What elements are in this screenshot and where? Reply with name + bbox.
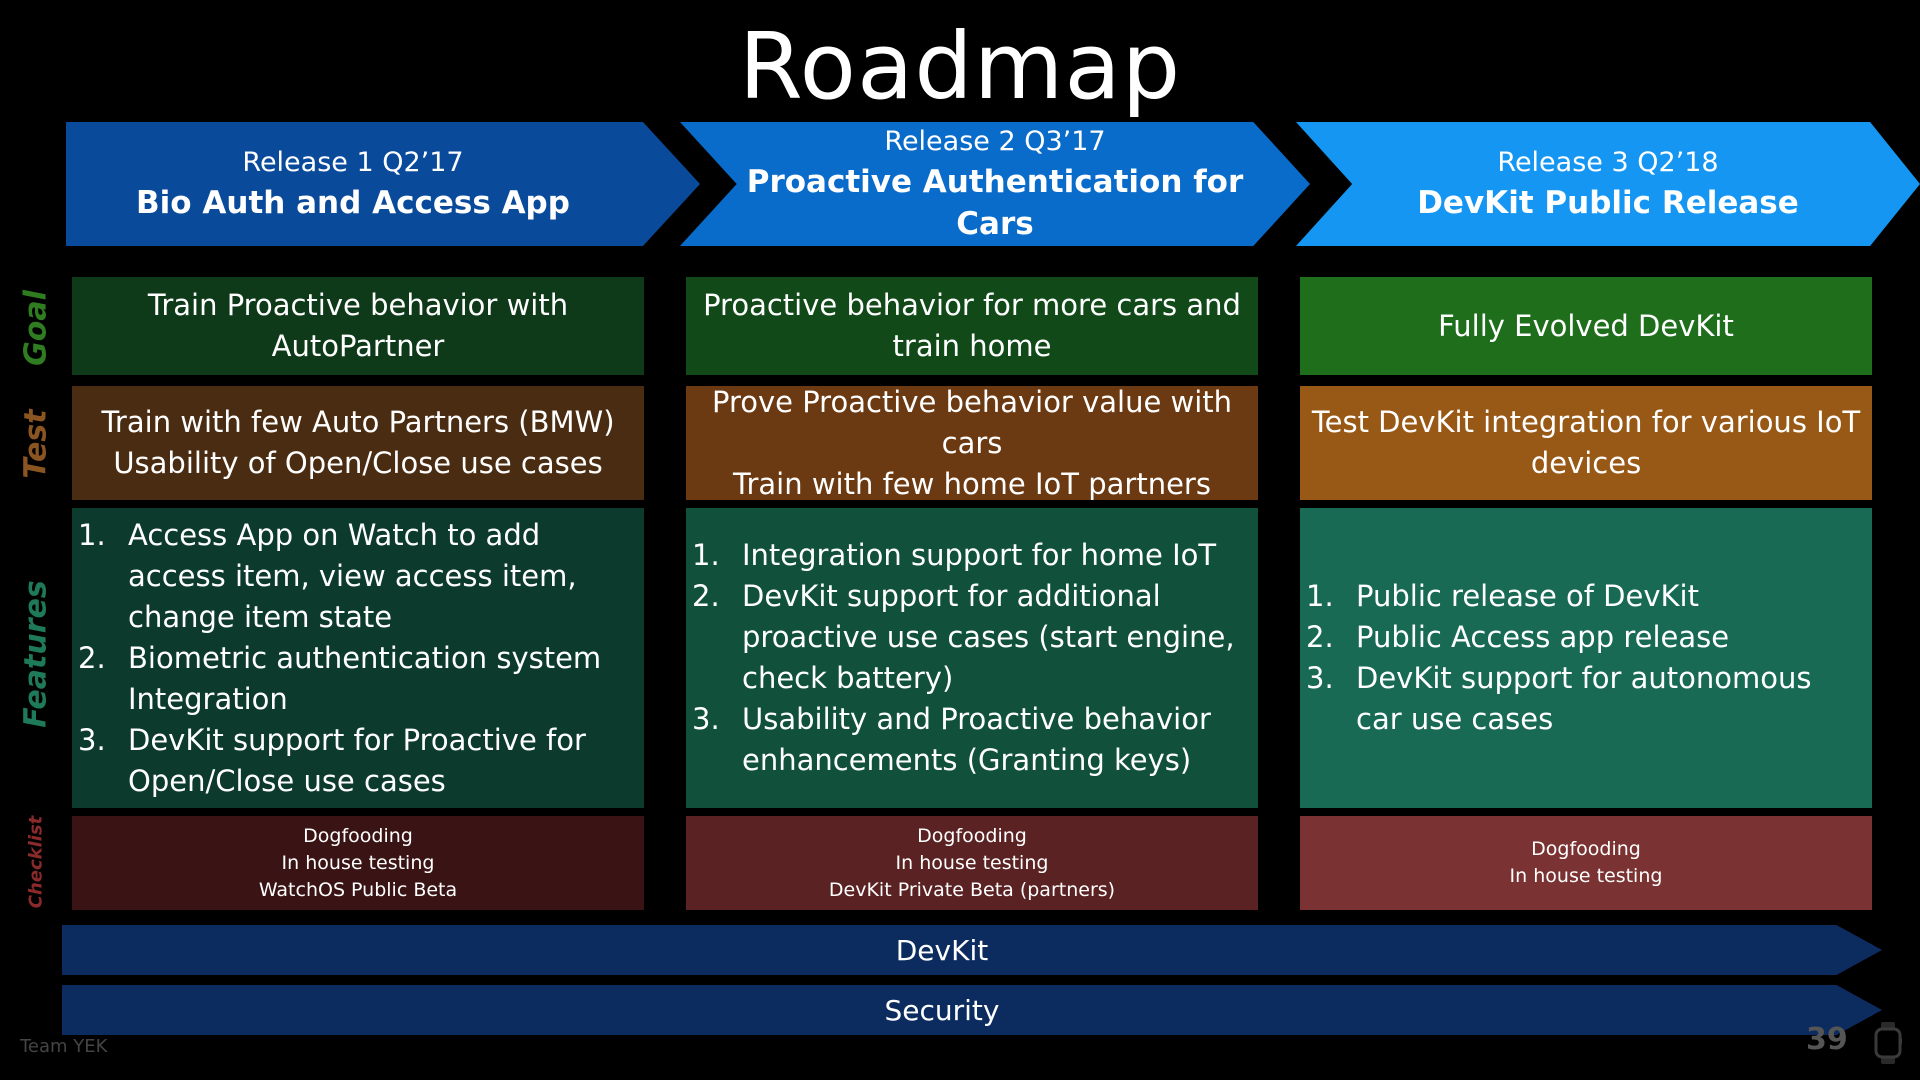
devkit-band-label: DevKit [895, 933, 989, 967]
checklist-line: In house testing [1509, 865, 1663, 887]
goal-cell-release-2: Proactive behavior for more cars and tra… [686, 277, 1258, 375]
features-list: Public release of DevKit Public Access a… [1300, 576, 1872, 740]
release-2-chevron: Release 2 Q3’17 Proactive Authentication… [680, 122, 1310, 246]
goal-text: Train Proactive behavior with AutoPartne… [147, 288, 569, 363]
features-list: Integration support for home IoT DevKit … [686, 535, 1258, 781]
checklist-line: DevKit Private Beta (partners) [828, 878, 1116, 901]
goal-text: Proactive behavior for more cars and tra… [703, 288, 1241, 363]
checklist-line: Dogfooding [917, 824, 1027, 847]
release-3-quarter: Release 3 Q2’18 [1497, 147, 1719, 178]
goal-cell-release-3: Fully Evolved DevKit [1300, 277, 1872, 375]
checklist-line: In house testing [895, 851, 1049, 874]
list-item: Integration support for home IoT [692, 535, 1217, 576]
checklist-cell-release-2: Dogfooding In house testing DevKit Priva… [686, 816, 1258, 910]
release-2-name: Proactive Authentication for Cars [746, 164, 1244, 242]
row-label-test: Test [18, 409, 54, 479]
checklist-cell-release-3: Dogfooding In house testing [1300, 816, 1872, 910]
watch-icon [1874, 1022, 1902, 1064]
slide-title: Roadmap [738, 13, 1182, 120]
page-number: 39 [1806, 1022, 1848, 1057]
checklist-line: Dogfooding [303, 824, 413, 847]
checklist-line: In house testing [281, 851, 435, 874]
list-item: DevKit support for Proactive for Open/Cl… [78, 720, 586, 798]
features-cell-release-2: Integration support for home IoT DevKit … [686, 508, 1258, 808]
checklist-line: Dogfooding [1531, 838, 1641, 860]
list-item: Public release of DevKit [1306, 576, 1699, 617]
test-line: Test DevKit integration for various IoT … [1311, 405, 1861, 480]
row-label-features: Features [18, 580, 54, 728]
test-line: Prove Proactive behavior value with cars [711, 384, 1233, 460]
list-item: Usability and Proactive behavior enhance… [692, 699, 1211, 777]
release-1-name: Bio Auth and Access App [136, 185, 570, 221]
test-cell-release-2: Prove Proactive behavior value with cars… [686, 385, 1258, 501]
footer-team-name: Team YEK [20, 1036, 108, 1057]
security-band-arrow: Security [62, 985, 1882, 1035]
release-1-quarter: Release 1 Q2’17 [242, 147, 464, 178]
release-3-chevron: Release 3 Q2’18 DevKit Public Release [1296, 122, 1920, 246]
row-label-checklist: Checklist [25, 815, 47, 909]
list-item: Public Access app release [1306, 617, 1730, 658]
features-cell-release-1: Access App on Watch to add access item, … [72, 508, 644, 808]
test-cell-release-1: Train with few Auto Partners (BMW) Usabi… [72, 386, 644, 500]
release-1-chevron: Release 1 Q2’17 Bio Auth and Access App [66, 122, 700, 246]
features-list: Access App on Watch to add access item, … [72, 515, 644, 802]
test-line: Train with few home IoT partners [733, 466, 1211, 501]
checklist-line: WatchOS Public Beta [258, 878, 458, 901]
list-item: DevKit support for additional proactive … [692, 576, 1235, 695]
checklist-cell-release-1: Dogfooding In house testing WatchOS Publ… [72, 816, 644, 910]
release-2-quarter: Release 2 Q3’17 [884, 126, 1106, 157]
list-item: Access App on Watch to add access item, … [78, 515, 577, 634]
features-cell-release-3: Public release of DevKit Public Access a… [1300, 508, 1872, 808]
row-label-goal: Goal [18, 290, 54, 366]
release-3-name: DevKit Public Release [1417, 185, 1799, 221]
goal-cell-release-1: Train Proactive behavior with AutoPartne… [72, 277, 644, 375]
goal-text: Fully Evolved DevKit [1438, 308, 1734, 343]
list-item: DevKit support for autonomous car use ca… [1306, 658, 1812, 736]
test-line: Train with few Auto Partners (BMW) [101, 405, 615, 439]
security-band-label: Security [884, 993, 1000, 1027]
test-line: Usability of Open/Close use cases [113, 446, 603, 480]
devkit-band-arrow: DevKit [62, 925, 1882, 975]
list-item: Biometric authentication system Integrat… [78, 638, 602, 716]
test-cell-release-3: Test DevKit integration for various IoT … [1300, 386, 1872, 500]
